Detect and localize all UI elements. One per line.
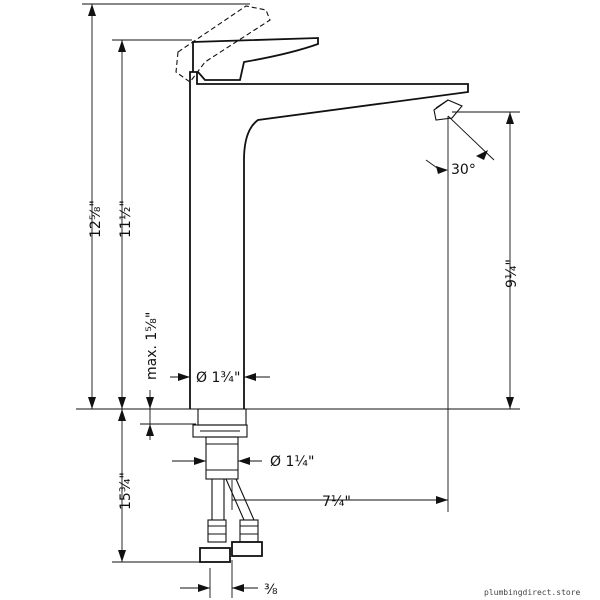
dim-total-height	[82, 3, 250, 409]
dim-body-height	[112, 39, 192, 409]
label-total-height: 12⅝"	[88, 200, 104, 238]
watermark-bg	[478, 586, 600, 600]
label-body-height: 11½"	[118, 200, 134, 238]
dim-spout-reach	[231, 480, 448, 510]
dim-max-height	[140, 390, 196, 440]
shank	[192, 408, 263, 563]
label-body-diameter: Ø 1¾"	[196, 370, 240, 386]
dim-below-deck	[112, 409, 200, 563]
dim-spout-angle	[425, 115, 495, 512]
dim-hose-thread	[180, 560, 258, 598]
dim-shank-diameter	[172, 457, 262, 465]
dim-spout-height	[452, 111, 520, 409]
dim-body-diameter	[170, 373, 270, 381]
watermark: plumbingdirect.store	[484, 588, 581, 597]
faucet-body	[175, 5, 469, 409]
label-max-height: max. 1⅝"	[144, 312, 160, 380]
label-below-deck: 15¾"	[118, 472, 134, 510]
label-spout-angle: 30°	[451, 162, 476, 178]
label-shank-diameter: Ø 1¼"	[270, 454, 314, 470]
label-spout-height: 9¼"	[504, 259, 520, 288]
label-hose-thread: ⅜	[264, 582, 278, 598]
label-spout-reach: 7¼"	[322, 494, 351, 510]
